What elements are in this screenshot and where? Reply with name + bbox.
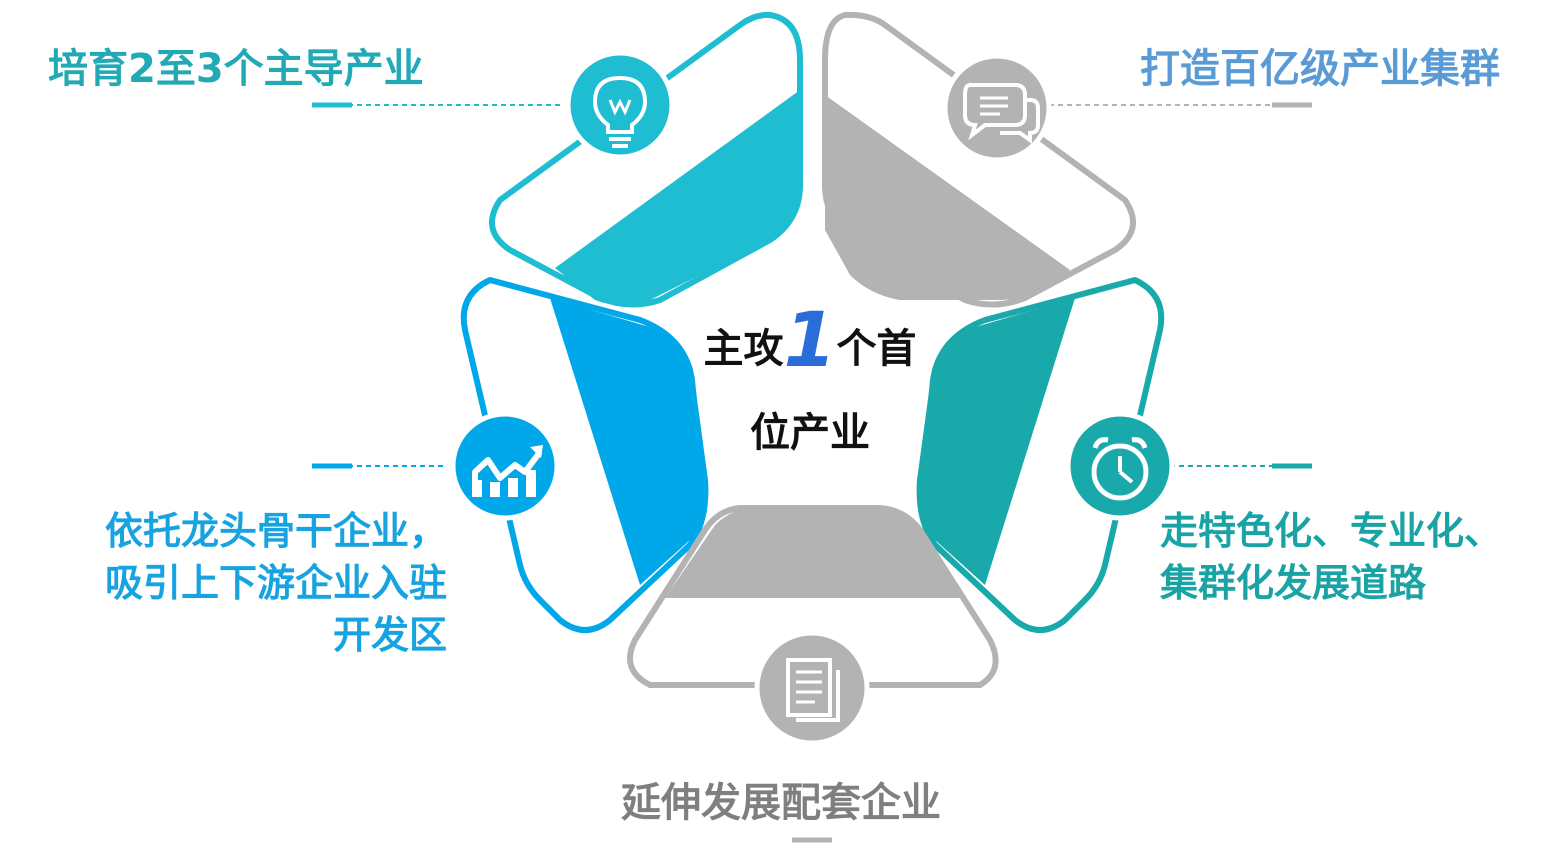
label-right: 走特色化、专业化、 集群化发展道路 xyxy=(1160,505,1502,609)
center-title-line2: 位产业 xyxy=(750,410,870,456)
lightbulb-icon xyxy=(565,50,675,160)
leader-lines xyxy=(312,102,1312,843)
chat-bubbles-icon xyxy=(942,53,1052,163)
label-top-left: 培育2至3个主导产业 xyxy=(48,46,424,92)
label-left-line: 吸引上下游企业入驻 xyxy=(104,561,447,605)
growth-chart-icon xyxy=(450,411,560,521)
label-top-right: 打造百亿级产业集群 xyxy=(1140,46,1500,92)
center-title-suffix: 个首 xyxy=(836,326,917,372)
label-left: 依托龙头骨干企业， 吸引上下游企业入驻 开发区 xyxy=(105,505,447,661)
label-left-line: 开发区 xyxy=(332,613,447,657)
center-title-number: 1 xyxy=(783,295,837,384)
document-icon xyxy=(754,630,870,746)
center-title-prefix: 主攻 xyxy=(703,326,784,372)
label-right-line: 走特色化、专业化、 xyxy=(1160,509,1503,553)
label-left-line: 依托龙头骨干企业， xyxy=(104,509,447,553)
segment-top-left xyxy=(489,11,803,308)
segment-right xyxy=(916,277,1165,633)
segment-bottom xyxy=(627,505,999,688)
label-right-line: 集群化发展道路 xyxy=(1160,561,1427,605)
label-bottom: 延伸发展配套企业 xyxy=(621,780,941,826)
segment-top-right xyxy=(822,11,1136,308)
stopwatch-icon xyxy=(1065,411,1175,521)
center-title-line1: 主攻1个首 xyxy=(660,300,960,389)
segment-left xyxy=(460,277,709,633)
